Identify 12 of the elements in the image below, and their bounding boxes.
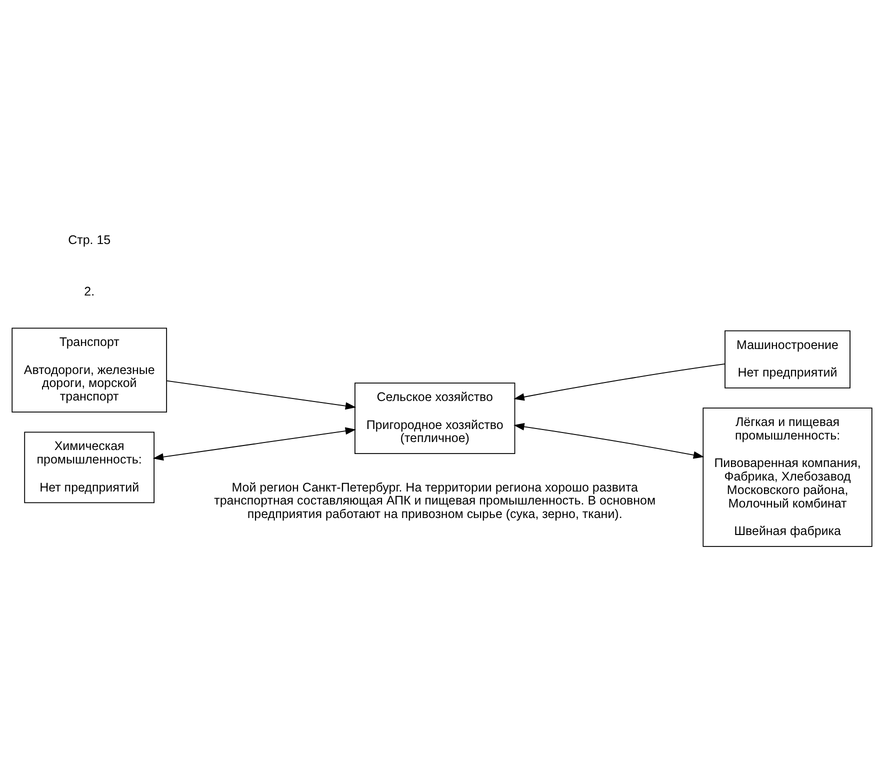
arrow — [152, 426, 356, 460]
node-box: Машиностроение Нет предприятий — [724, 330, 850, 388]
arrow — [514, 422, 704, 458]
arrow — [166, 380, 356, 410]
node-box: Транспорт Автодороги, железные дороги, морской транспорт — [12, 327, 168, 412]
node-box: Лёгкая и пищевая промышленность: Пивоваренная компания, Фабрика, Хлебозавод Московского района, Молочный комбинат Швейная фабрика — [702, 407, 872, 546]
node-box: Сельское хозяйство Пригородное хозяйство (тепличное) — [354, 382, 516, 454]
label: Стр. 15 — [68, 232, 111, 246]
label: 2. — [84, 284, 95, 298]
node-box: Химическая промышленность: Нет предприятий — [24, 431, 155, 503]
arrow — [514, 363, 726, 400]
label: Мой регион Санкт-Петербург. На территории региона хорошо развита транспортная составляющая АПК и пищевая промышленность. В основном предприятия работают на привозном сырье (сука, зерно, ткани). — [214, 480, 656, 521]
